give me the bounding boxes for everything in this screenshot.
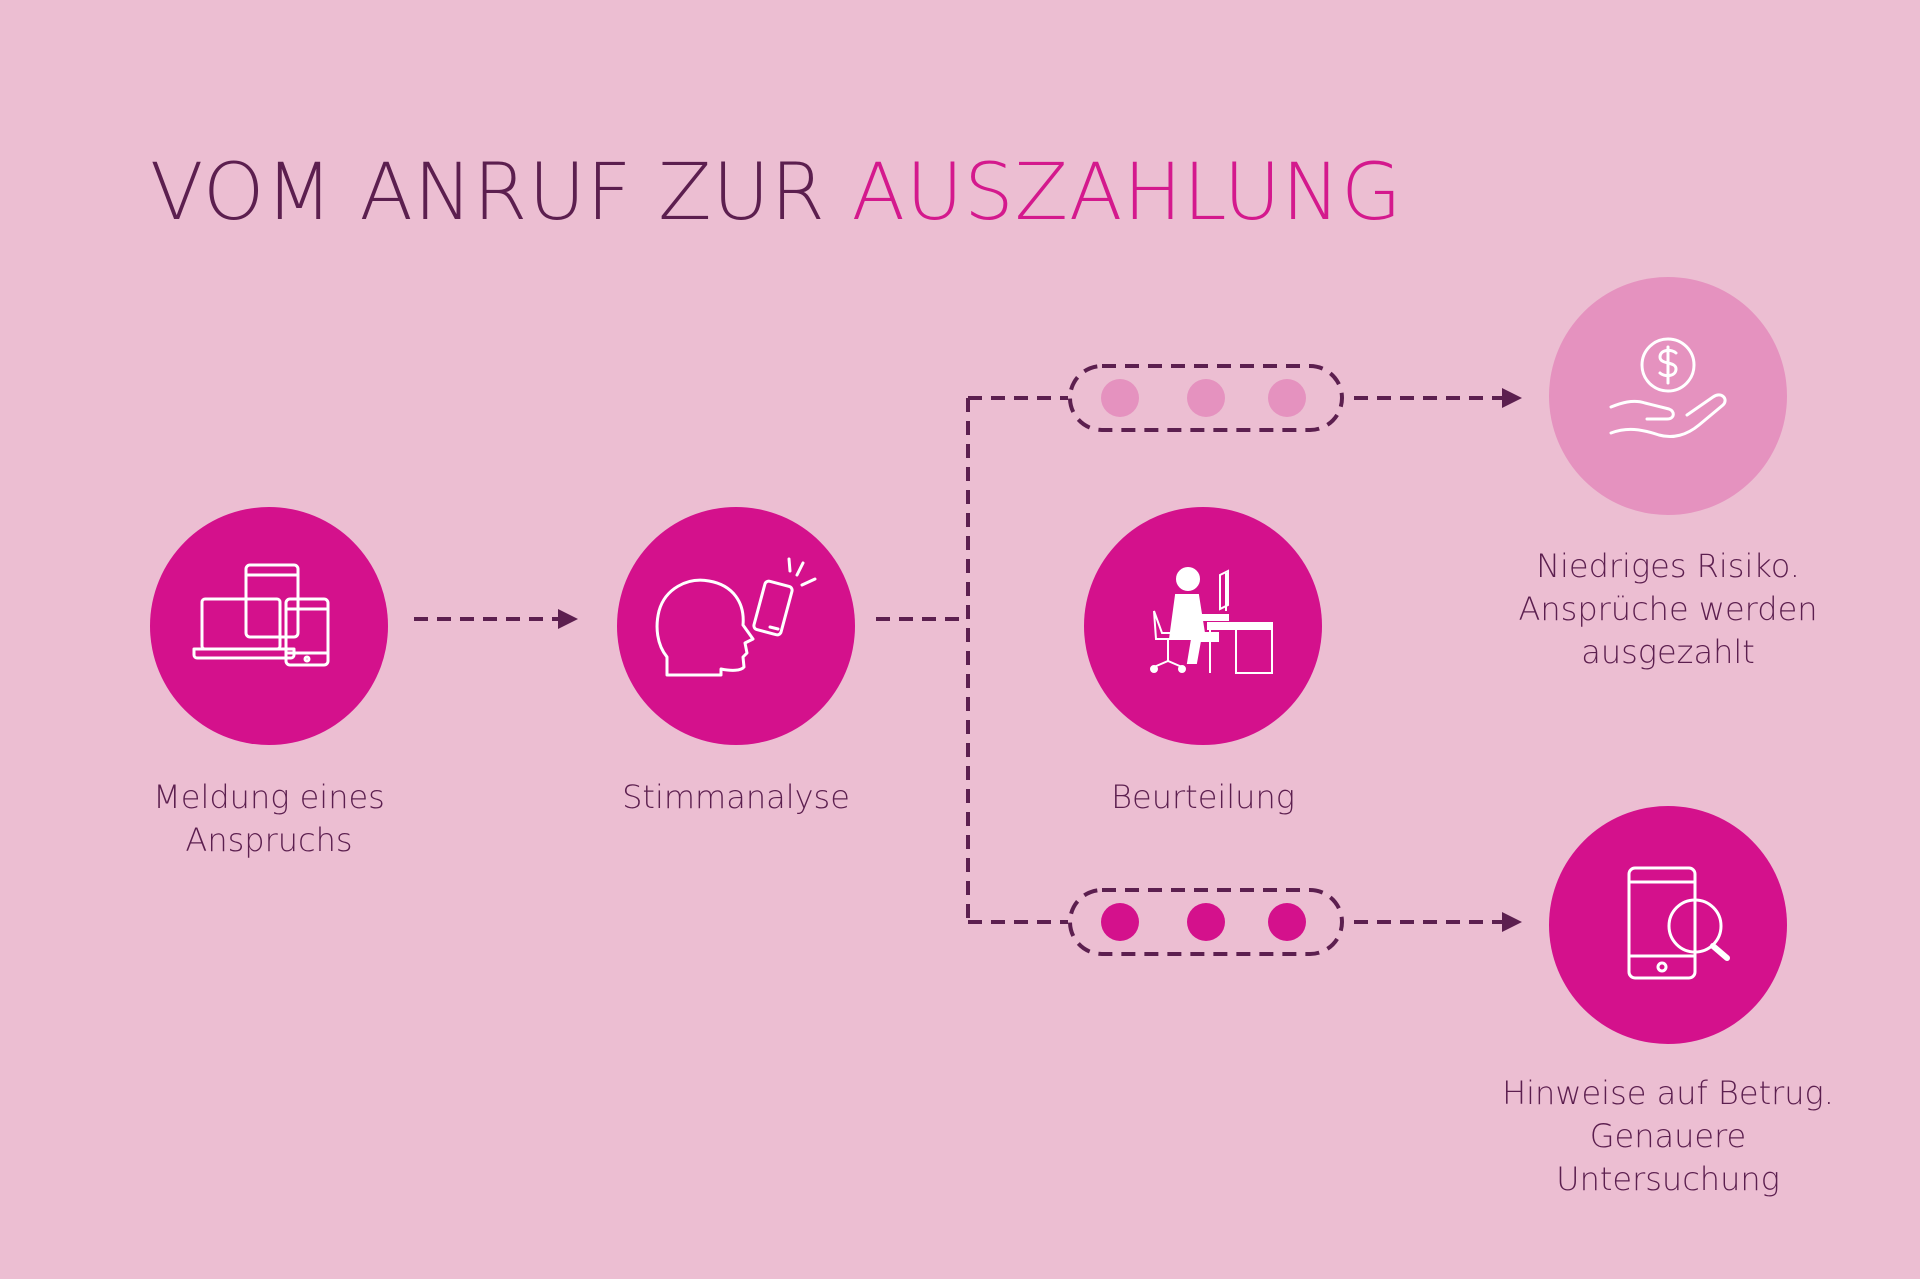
money-hand-icon	[1609, 337, 1727, 439]
title-part-2: AUSZAHLUNG	[851, 148, 1403, 238]
label-line: Beurteilung	[1111, 778, 1295, 816]
devices-icon	[192, 563, 330, 667]
label-line: Untersuchung	[1556, 1160, 1780, 1198]
label-line: Meldung eines	[153, 778, 385, 816]
title-part-1: VOM ANRUF ZUR	[150, 148, 826, 238]
label-line: Ansprüche werden	[1518, 590, 1818, 628]
step-claim-circle	[150, 507, 388, 745]
step-assessment-circle	[1084, 507, 1322, 745]
pending-dots-top	[1101, 379, 1306, 417]
pending-dot	[1101, 379, 1139, 417]
label-line: Anspruchs	[185, 821, 353, 859]
step-assessment-label: Beurteilung	[1053, 776, 1353, 819]
label-line: Niedriges Risiko.	[1536, 547, 1800, 585]
label-line: Stimmanalyse	[622, 778, 850, 816]
pending-dots-bottom	[1101, 903, 1306, 941]
outcome-low-risk-label: Niedriges Risiko. Ansprüche werden ausge…	[1486, 545, 1850, 674]
label-line: Hinweise auf Betrug.	[1502, 1074, 1834, 1112]
pending-dot	[1187, 903, 1225, 941]
pending-dot	[1187, 379, 1225, 417]
person-at-desk-icon	[1150, 567, 1273, 674]
outcome-fraud-label: Hinweise auf Betrug. Genauere Untersuchu…	[1486, 1072, 1850, 1201]
outcome-fraud-circle	[1549, 806, 1787, 1044]
outcome-low-risk-circle	[1549, 277, 1787, 515]
step-claim-label: Meldung eines Anspruchs	[110, 776, 428, 862]
voice-analysis-icon	[655, 557, 817, 677]
step-voice-circle	[617, 507, 855, 745]
label-line: ausgezahlt	[1581, 633, 1755, 671]
pending-box-top	[1068, 364, 1344, 432]
pending-box-bottom	[1068, 888, 1344, 956]
pending-dot	[1268, 903, 1306, 941]
pending-dot	[1101, 903, 1139, 941]
diagram-title: VOM ANRUF ZUR AUSZAHLUNG	[150, 148, 1403, 238]
step-voice-label: Stimmanalyse	[586, 776, 886, 819]
pending-dot	[1268, 379, 1306, 417]
phone-magnifier-icon	[1627, 866, 1730, 980]
label-line: Genauere	[1589, 1117, 1747, 1155]
